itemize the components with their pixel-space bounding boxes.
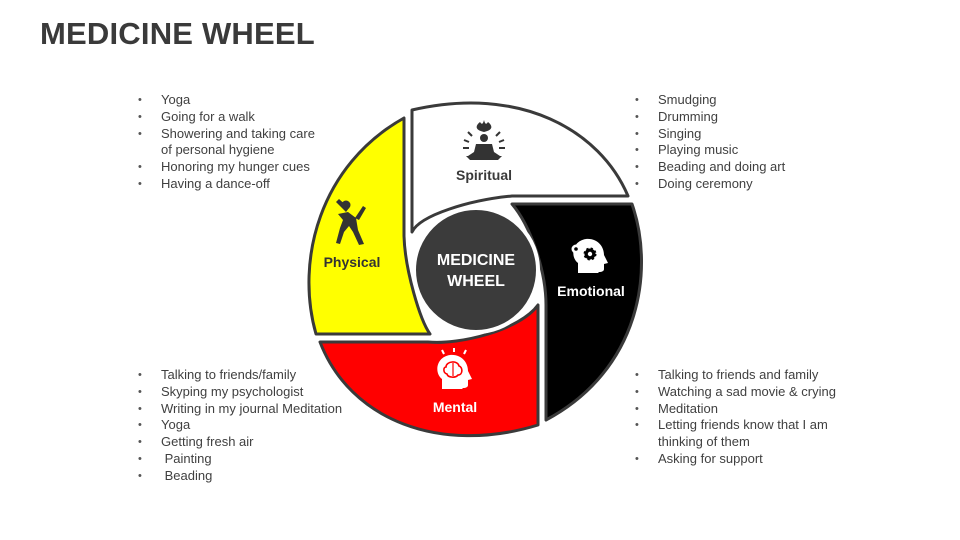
emotional-list: Talking to friends and family Watching a… bbox=[633, 367, 863, 468]
segment-label-physical: Physical bbox=[324, 254, 381, 270]
list-item-continuation: thinking of them bbox=[658, 434, 750, 450]
list-item: Beading bbox=[136, 468, 376, 485]
list-item: Talking to friends/family bbox=[136, 367, 376, 384]
list-item: Writing in my journal Meditation bbox=[136, 401, 376, 418]
segment-label-mental: Mental bbox=[433, 399, 477, 415]
brain-idea-icon bbox=[437, 348, 472, 389]
spiritual-list: Smudging Drumming Singing Playing music … bbox=[633, 92, 843, 193]
segment-spiritual bbox=[410, 101, 630, 234]
list-item: Talking to friends and family bbox=[633, 367, 863, 384]
list-item: Letting friends know that I am bbox=[633, 417, 863, 434]
list-item: Yoga bbox=[136, 92, 346, 109]
list-item: Going for a walk bbox=[136, 109, 346, 126]
list-item: Singing bbox=[633, 126, 843, 143]
list-item: Meditation bbox=[633, 401, 863, 418]
list-item: Drumming bbox=[633, 109, 843, 126]
list-item: Showering and taking care bbox=[136, 126, 346, 143]
physical-list: Yoga Going for a walk Showering and taki… bbox=[136, 92, 346, 193]
list-item: Skyping my psychologist bbox=[136, 384, 376, 401]
center-label-line2: WHEEL bbox=[447, 273, 505, 290]
segment-mental bbox=[318, 303, 540, 438]
list-item: Painting bbox=[136, 451, 376, 468]
list-item: Smudging bbox=[633, 92, 843, 109]
meditation-icon bbox=[463, 120, 505, 160]
segment-label-spiritual: Spiritual bbox=[456, 167, 512, 183]
list-item: Getting fresh air bbox=[136, 434, 376, 451]
segment-physical bbox=[307, 116, 432, 336]
mental-list: Talking to friends/family Skyping my psy… bbox=[136, 367, 376, 485]
list-item: Doing ceremony bbox=[633, 176, 843, 193]
center-circle bbox=[412, 206, 540, 334]
page-title: MEDICINE WHEEL bbox=[40, 16, 315, 51]
head-gears-icon bbox=[571, 238, 608, 273]
list-item: Having a dance-off bbox=[136, 176, 346, 193]
list-item: Beading and doing art bbox=[633, 159, 843, 176]
stretching-person-icon bbox=[336, 199, 366, 245]
list-item: Playing music bbox=[633, 142, 843, 159]
segment-label-emotional: Emotional bbox=[557, 283, 625, 299]
center-label-line1: MEDICINE bbox=[437, 252, 516, 269]
list-item-continuation: of personal hygiene bbox=[161, 142, 275, 158]
list-item: Asking for support bbox=[633, 451, 863, 468]
list-item: Yoga bbox=[136, 417, 376, 434]
list-item: Honoring my hunger cues bbox=[136, 159, 346, 176]
list-item: Watching a sad movie & crying bbox=[633, 384, 863, 401]
